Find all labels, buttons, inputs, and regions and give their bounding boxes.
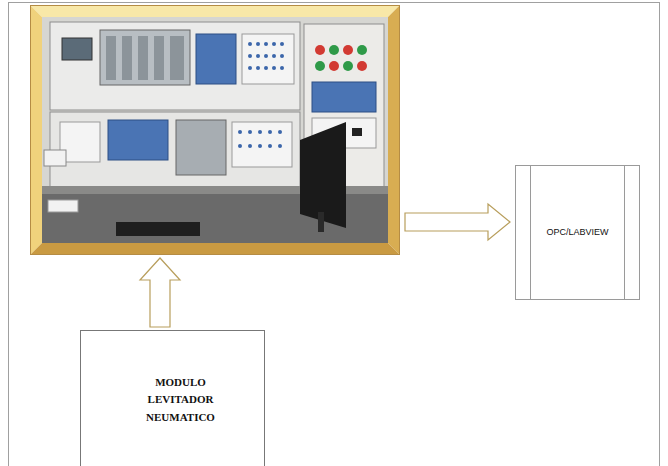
software-box: OPC/LABVIEW <box>515 165 640 300</box>
block-arrow <box>405 204 510 240</box>
box-label: MODULO LEVITADOR NEUMATICO <box>142 374 220 425</box>
lab-photo <box>42 17 388 243</box>
outer-border <box>9 3 660 466</box>
box-label: OPC/LABVIEW <box>528 227 626 238</box>
photo-frame <box>30 5 400 255</box>
module-box: MODULO LEVITADOR NEUMATICO <box>80 330 265 466</box>
block-arrow <box>140 258 180 327</box>
gold-frame <box>30 5 400 255</box>
